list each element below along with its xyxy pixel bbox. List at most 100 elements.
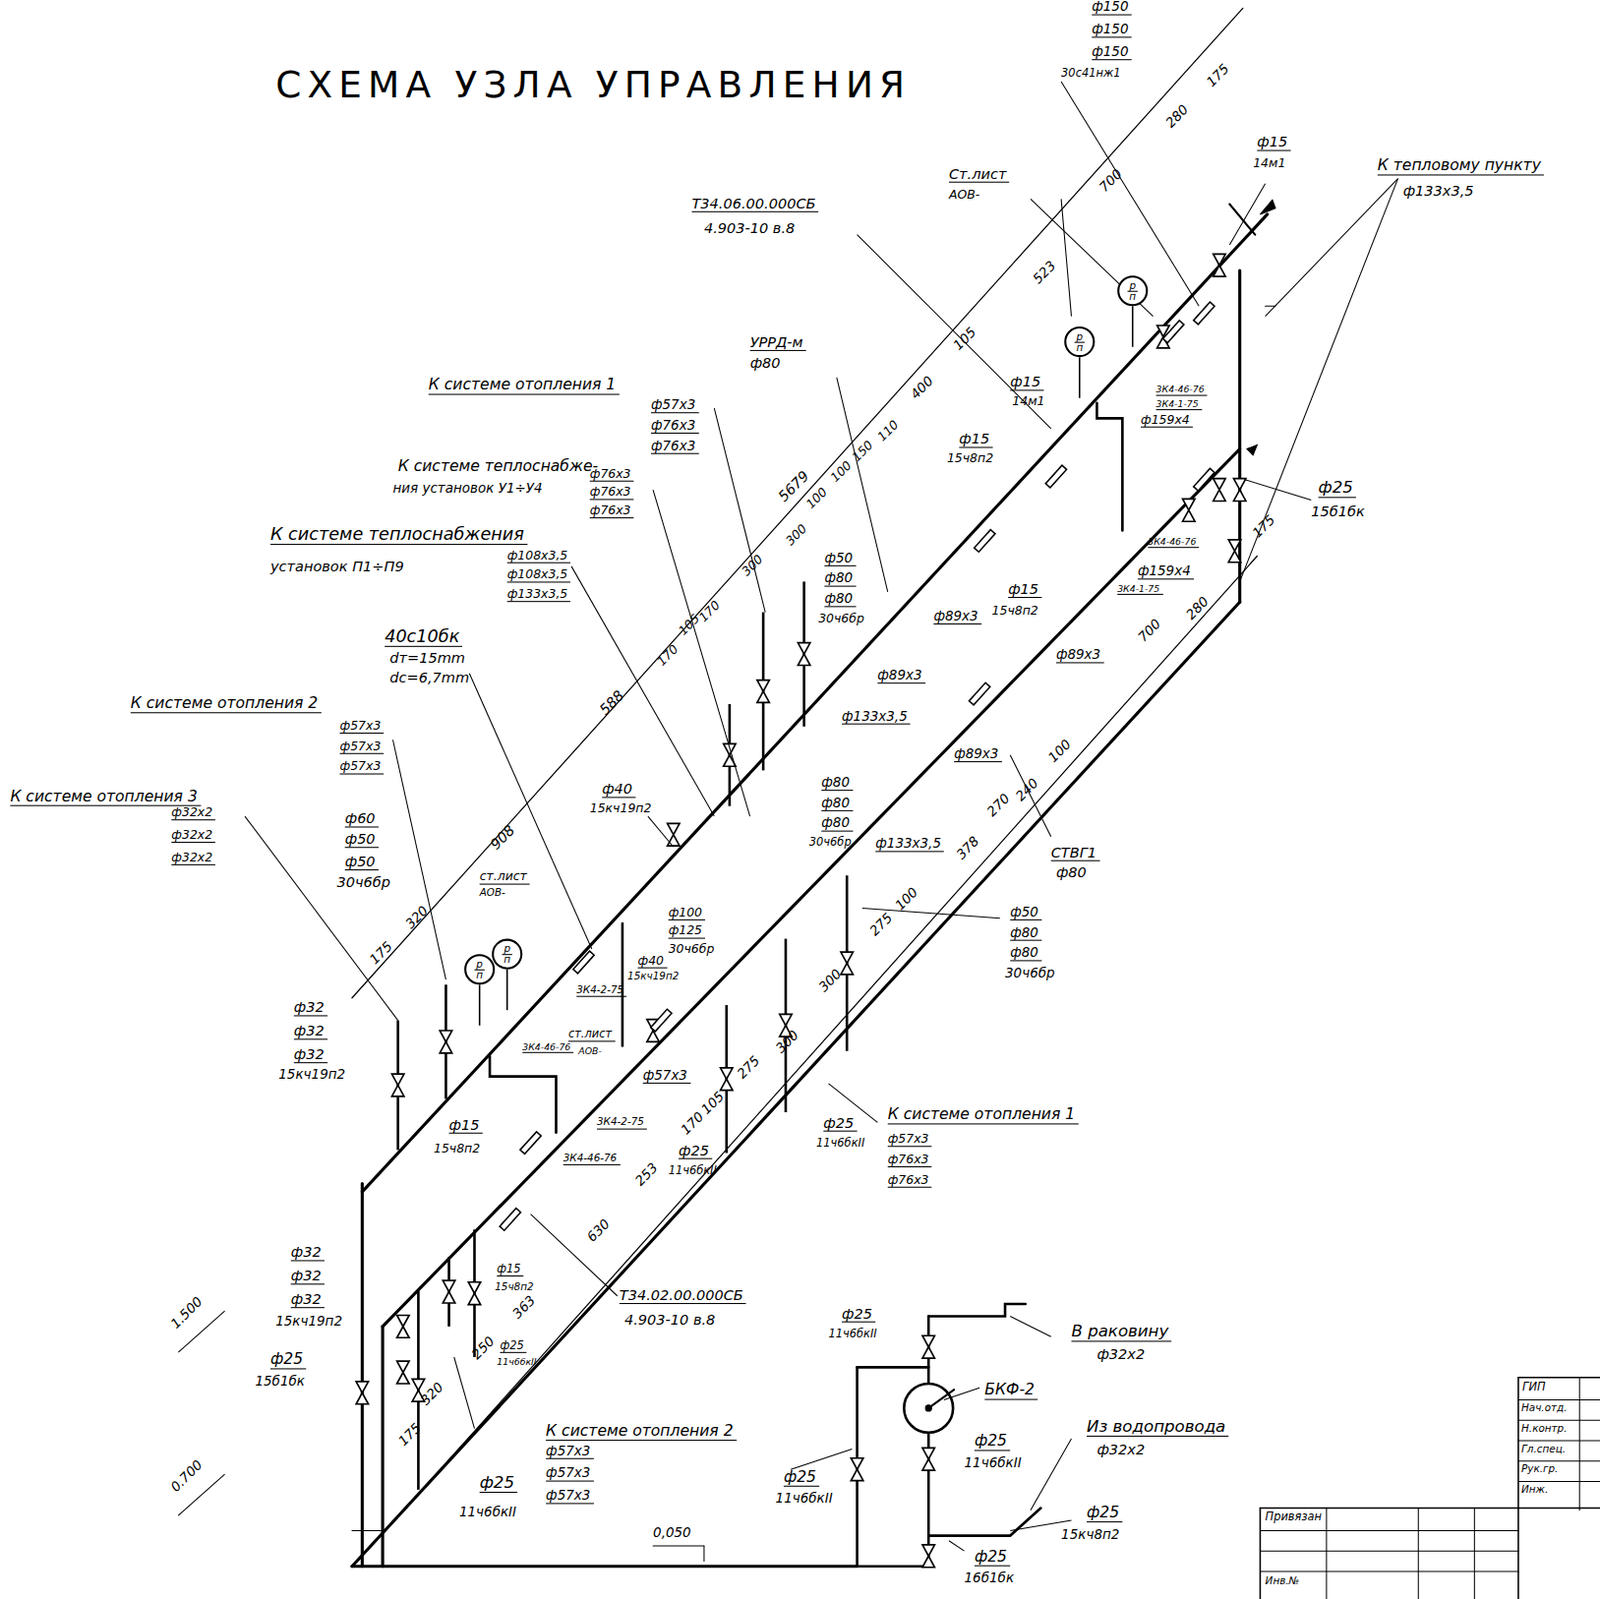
dimension-number: 300 <box>739 552 766 579</box>
pipe-label: ф76х3 <box>590 485 635 500</box>
pressure-gauge: рп <box>1064 326 1095 357</box>
pipe-label: ф32 <box>294 1023 328 1040</box>
pipe-label: ф57х3 <box>340 760 385 774</box>
pipe-label: 3К4-1-75 <box>1156 400 1202 412</box>
pipe-label: 4.903-10 в.8 <box>624 1311 715 1327</box>
pipe-label: ст.лист <box>479 870 531 885</box>
pipe-label: БКФ-2 <box>984 1382 1038 1400</box>
pipe-label: ф57х3 <box>545 1466 593 1482</box>
pipe-label: ф80 <box>1009 946 1042 961</box>
pipe-label: Из водопровода <box>1086 1418 1229 1436</box>
dimension-number: 105 <box>950 324 979 353</box>
pipe-label: ф15 <box>1009 374 1044 391</box>
pipe-label: ф76х3 <box>590 504 635 519</box>
pipe-label: ф50 <box>824 550 856 566</box>
pipe-label: 30ч6бр <box>668 943 715 956</box>
dimension-number: 275 <box>867 910 895 939</box>
pipe-label: ф133х3,5 <box>841 709 911 724</box>
pipe-label: ф125 <box>668 924 707 939</box>
pipe-label: Нач.отд. <box>1521 1403 1567 1415</box>
pipe-label: 40с10бк <box>384 627 463 648</box>
dimension-number: 1.500 <box>168 1294 205 1331</box>
pipe-label: АОВ- <box>479 888 506 899</box>
pipe-label: ф25 <box>1086 1504 1123 1522</box>
pipe-label: АОВ- <box>948 188 980 202</box>
pipe-label: 11ч6бкII <box>775 1491 833 1506</box>
dimension-number: 100 <box>892 885 921 913</box>
pipe-label: 3К4-2-75 <box>576 984 627 997</box>
pipe-label: АОВ- <box>578 1047 602 1058</box>
pipe-label: ф80 <box>750 355 781 370</box>
pipe-label: К системе теплоснабжения <box>270 525 528 545</box>
pressure-gauge: рп <box>1117 275 1148 306</box>
dimension-number: 100 <box>1046 737 1074 766</box>
pipe-label: ф150 <box>1091 0 1131 15</box>
dimension-number: 105 <box>699 1089 727 1118</box>
pipe-label: К системе отопления 2 <box>130 696 322 713</box>
gauge-letter: п <box>475 969 483 980</box>
dimension-number: 700 <box>1096 167 1125 195</box>
pipe-label: ф133х3,5 <box>1403 183 1475 199</box>
dimension-number: 908 <box>487 822 518 852</box>
pipe-label: ф80 <box>821 816 853 831</box>
pipe-label: 3К4-46-76 <box>1156 385 1208 397</box>
pipe-label: Инв.№ <box>1265 1576 1301 1588</box>
pipe-label: Рук.гр. <box>1521 1464 1558 1476</box>
pipe-label: ф89х3 <box>953 747 1002 763</box>
pipe-label: ф80 <box>824 592 856 607</box>
pipe-label: ф25 <box>678 1142 712 1159</box>
dimension-number: 253 <box>632 1160 660 1188</box>
pipe-label: К системе отопления 1 <box>888 1107 1079 1125</box>
dimension-number: 588 <box>596 687 627 717</box>
pipe-label: 3К4-46-76 <box>563 1152 621 1165</box>
pipe-label: ф76х3 <box>651 417 699 433</box>
pipe-label: Н.контр. <box>1521 1422 1567 1434</box>
pipe-label: 30ч6бр <box>809 836 852 849</box>
pipe-label: 15ч8п2 <box>992 603 1039 617</box>
pipe-label: 14м1 <box>1011 395 1045 409</box>
dimension-number: 100 <box>804 485 830 512</box>
pipe-label: ф25 <box>1318 479 1357 498</box>
pipe-label: 15кч19п2 <box>590 802 652 816</box>
pipe-label: ф25 <box>841 1305 876 1322</box>
pipe-label: ф40 <box>638 953 668 968</box>
dimension-number: 170 <box>678 1109 707 1137</box>
pipe-label: ф50 <box>1009 904 1042 920</box>
pipe-label: 4.903-10 в.8 <box>704 220 795 236</box>
pipe-label: 15ч8п2 <box>947 452 994 466</box>
pipe-label: ф57х3 <box>651 398 699 414</box>
pipe-label: 11ч6бкII <box>964 1456 1022 1471</box>
dimension-number: 0.700 <box>168 1457 205 1494</box>
pipe-label: ф80 <box>821 795 853 811</box>
pipe-label: 3К4-2-75 <box>596 1117 648 1129</box>
dimension-number: 240 <box>1012 775 1041 804</box>
pipe-label: СТВГ1 <box>1051 844 1100 861</box>
pipe-label: ф57х3 <box>340 719 385 734</box>
pipe-label: ф25 <box>974 1433 1010 1451</box>
pipe-label: ф76х3 <box>888 1173 933 1187</box>
pipe-label: ф57х3 <box>888 1132 933 1147</box>
pipe-label: УРРД-м <box>750 334 807 351</box>
pipe-label: ф50 <box>345 831 379 848</box>
pipe-label: ф25 <box>823 1115 857 1131</box>
pipe-label: ф57х3 <box>643 1067 691 1083</box>
pipe-label: К системе отопления 1 <box>428 377 620 395</box>
dimension-number: 300 <box>816 966 844 995</box>
dimension-number: 275 <box>734 1053 763 1081</box>
pipe-label: 15б1бк <box>254 1374 305 1389</box>
pipe-label: 15ч8п2 <box>494 1281 534 1293</box>
pipe-label: dт=15mm <box>389 651 466 666</box>
pipe-label: ф32х2 <box>1096 1441 1145 1457</box>
pipe-label: 14м1 <box>1252 157 1286 171</box>
pipe-label: ф150 <box>1091 22 1131 38</box>
pipe-label: 3К4-1-75 <box>1117 585 1163 596</box>
gauge-letter: р <box>1126 280 1138 292</box>
pipe-label: 30ч6бр <box>336 874 390 889</box>
pipe-label: ф57х3 <box>340 739 385 754</box>
pipe-label: ф60 <box>345 811 379 828</box>
dimension-number: 700 <box>1135 616 1164 645</box>
pipe-label: ф100 <box>668 905 707 920</box>
pipe-label: 16б1бк <box>964 1571 1015 1586</box>
dimension-number: 175 <box>1203 61 1232 90</box>
pipe-label: ф32х2 <box>171 850 216 865</box>
